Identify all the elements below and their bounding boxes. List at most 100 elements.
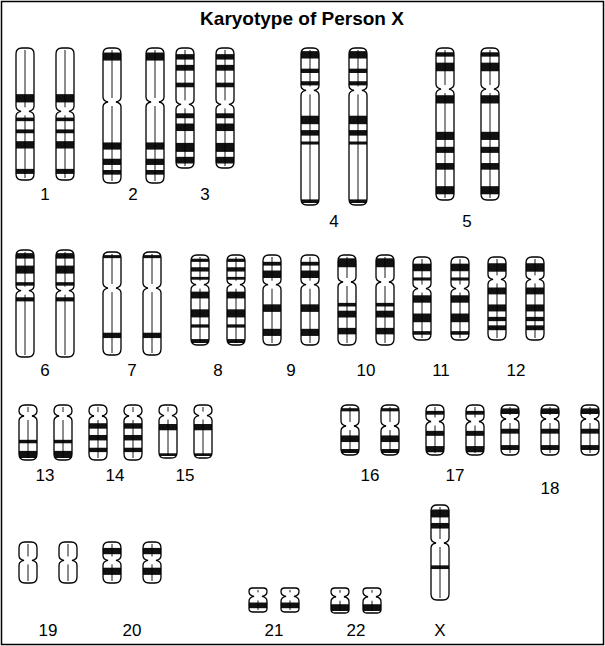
chromatid-line [435, 407, 436, 418]
chromosome-outline [338, 255, 356, 345]
chromosome-number: 1 [40, 186, 49, 203]
chromatid-line [28, 564, 29, 581]
chromosome-outline [349, 48, 367, 205]
chromosome-group [248, 588, 300, 612]
chromosome-number: 22 [347, 622, 366, 639]
chromosome-body [59, 542, 77, 583]
chromosome [435, 48, 455, 200]
chromosome-number: 19 [39, 622, 58, 639]
chromatid-line [112, 106, 113, 181]
chromosome-body [281, 588, 299, 612]
chromatid-line [155, 106, 156, 181]
chromosome-number: 9 [286, 362, 295, 379]
chromosome-group [15, 250, 75, 357]
chromatid-line [440, 547, 441, 598]
chromatid-line [358, 94, 359, 203]
chromosome [102, 542, 122, 583]
chromatid-line [435, 426, 436, 454]
chromatid-line [28, 407, 29, 412]
chromatid-line [475, 407, 476, 418]
chromosome-group [158, 405, 213, 458]
chromosome-outline [89, 405, 107, 460]
chromatid-line [340, 601, 341, 611]
chromosome-outline [143, 542, 161, 583]
chromosome-body [249, 588, 267, 612]
chromosome-number: 11 [432, 362, 450, 379]
chromosome-outline [146, 48, 164, 183]
chromatid-line [550, 407, 551, 415]
chromosome [102, 48, 122, 183]
chromosome-outline [301, 255, 319, 345]
chromatid-line [422, 293, 423, 338]
chromatid-line [460, 293, 461, 338]
chromosome-number: 7 [127, 362, 136, 379]
chromatid-line [422, 259, 423, 285]
chromatid-line [225, 108, 226, 166]
chromosome-group [190, 255, 246, 345]
chromosome-outline [541, 405, 559, 455]
chromosome-group [102, 48, 165, 183]
chromosome [55, 250, 75, 357]
chromosome-body [19, 542, 37, 583]
chromosome [348, 48, 368, 205]
chromosome [375, 255, 395, 345]
chromosome-group [175, 48, 235, 168]
chromosome [280, 588, 300, 612]
chromosome-number: 18 [541, 480, 560, 497]
chromosome-group [425, 405, 485, 455]
chromatid-line [510, 407, 511, 415]
chromosome-body [89, 405, 107, 460]
chromosome [580, 405, 600, 455]
chromosome [380, 405, 400, 455]
chromatid-line [460, 259, 461, 285]
chromosome-body [56, 250, 74, 357]
chromosome-body [376, 255, 394, 345]
chromosome [55, 48, 75, 180]
chromosome [248, 588, 268, 612]
chromosome [337, 255, 357, 345]
chromosome-body [451, 257, 469, 340]
chromatid-line [152, 564, 153, 581]
chromatid-line [445, 50, 446, 85]
chromosome-outline [19, 542, 37, 583]
chromosome [540, 405, 560, 455]
chromosome-body [124, 405, 142, 460]
chromatid-line [590, 423, 591, 453]
chromosome-outline [16, 250, 34, 357]
chromosome-group [102, 542, 162, 583]
chromosome [525, 257, 545, 340]
chromosome-outline [54, 405, 72, 460]
chromatid-line [168, 407, 169, 412]
chromosome-number: 2 [128, 186, 137, 203]
chromosome-body [301, 255, 319, 345]
chromosome [430, 505, 450, 600]
chromatid-line [490, 50, 491, 85]
chromosome-outline [341, 405, 359, 455]
chromosome-outline [124, 405, 142, 460]
chromosome-outline [466, 405, 484, 455]
chromosome [330, 588, 350, 613]
chromatid-line [390, 430, 391, 453]
chromatid-line [185, 108, 186, 166]
chromosome-body [103, 252, 121, 355]
chromosome-group [487, 257, 545, 340]
chromatid-line [152, 544, 153, 556]
chromatid-line [440, 507, 441, 539]
chromatid-line [133, 420, 134, 458]
chromosome-body [338, 255, 356, 345]
chromatid-line [185, 50, 186, 100]
chromosome-number: 8 [213, 362, 222, 379]
chromosome [262, 255, 282, 345]
chromatid-line [203, 407, 204, 412]
chromosome [175, 48, 195, 168]
chromosome-body [413, 257, 431, 340]
chromatid-line [590, 407, 591, 415]
chromatid-line [28, 420, 29, 458]
chromatid-line [310, 50, 311, 86]
chromosome-number: 13 [36, 467, 55, 484]
chromosome-outline [103, 542, 121, 583]
chromatid-line [133, 407, 134, 412]
chromosome [412, 257, 432, 340]
chromosome [88, 405, 108, 460]
